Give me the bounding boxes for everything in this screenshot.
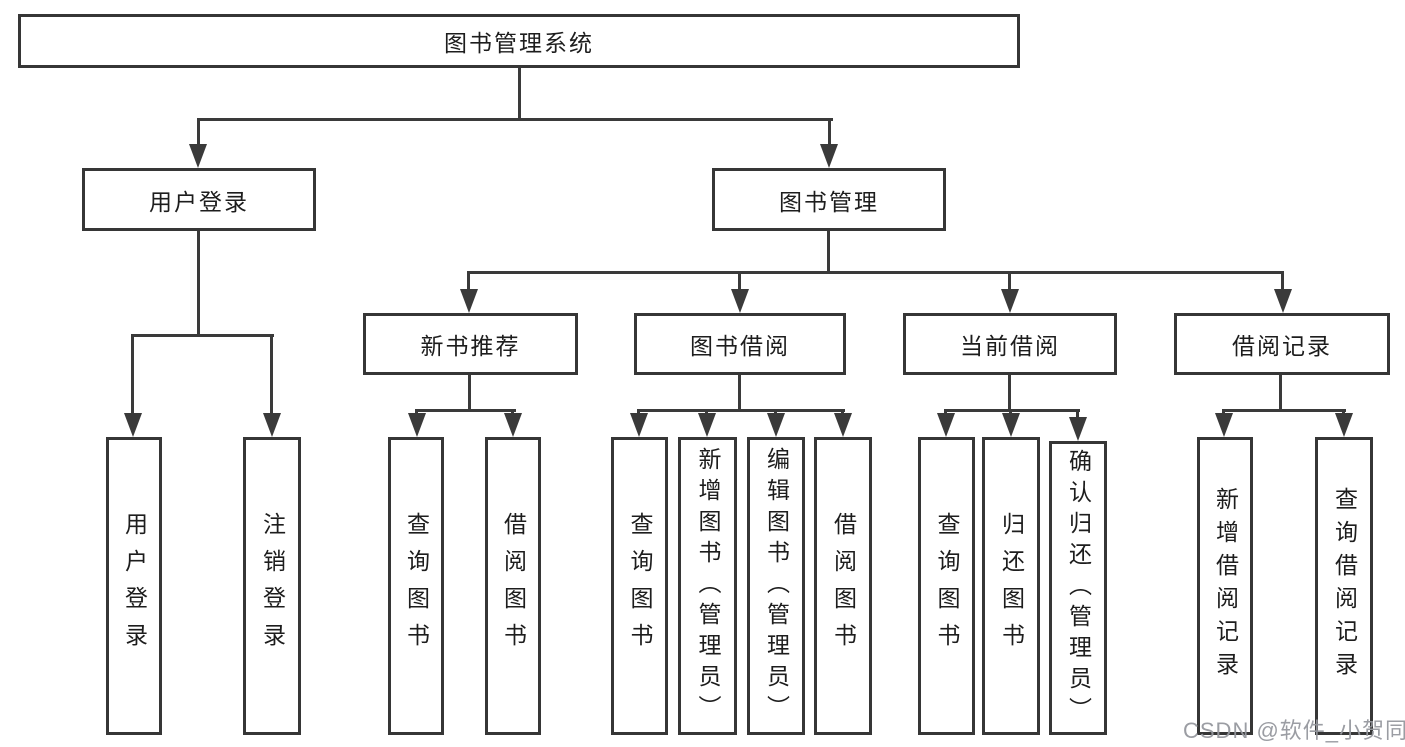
node-label: 图书借阅	[690, 333, 790, 359]
connector-line	[197, 231, 200, 337]
arrowhead-down-icon	[460, 289, 478, 313]
node-label: 查询图书	[934, 512, 960, 660]
csdn-watermark: CSDN @软件_小贺同学	[1183, 718, 1405, 743]
connector-line	[1279, 375, 1282, 412]
connector-line	[131, 334, 274, 337]
connector-line	[1281, 271, 1284, 293]
node-label: 确认归还（管理员）	[1065, 448, 1092, 728]
node-label: 图书管理	[779, 188, 879, 215]
node-leaf-user-login: 用户登录	[106, 437, 162, 735]
node-label: 查询借阅记录	[1331, 487, 1358, 685]
arrowhead-down-icon	[1069, 417, 1087, 441]
arrowhead-down-icon	[1002, 413, 1020, 437]
node-label: 查询图书	[627, 512, 653, 660]
node-leaf-confirm-return-admin: 确认归还（管理员）	[1049, 441, 1107, 735]
node-leaf-borrow-books: 借阅图书	[814, 437, 872, 735]
node-label: 编辑图书（管理员）	[763, 446, 790, 726]
node-leaf-add-borrow-record: 新增借阅记录	[1197, 437, 1253, 735]
arrowhead-down-icon	[937, 413, 955, 437]
arrowhead-down-icon	[189, 144, 207, 168]
arrowhead-down-icon	[124, 413, 142, 437]
node-label: 借阅图书	[830, 512, 857, 660]
node-leaf-return-books: 归还图书	[982, 437, 1040, 735]
connector-line	[415, 409, 516, 412]
connector-line	[197, 118, 833, 121]
node-label: 图书管理系统	[444, 30, 594, 56]
arrowhead-down-icon	[1215, 413, 1233, 437]
node-leaf-borrow-books: 借阅图书	[485, 437, 541, 735]
node-leaf-logout: 注销登录	[243, 437, 301, 735]
connector-line	[827, 231, 830, 274]
arrowhead-down-icon	[1001, 289, 1019, 313]
connector-line	[467, 271, 1284, 274]
node-label: 用户登录	[121, 512, 148, 660]
arrowhead-down-icon	[504, 413, 522, 437]
node-label: 查询图书	[403, 512, 430, 660]
arrowhead-down-icon	[698, 413, 716, 437]
node-new-book-recommend: 新书推荐	[363, 313, 578, 375]
node-label: 注销登录	[259, 512, 286, 660]
connector-line	[197, 118, 200, 148]
connector-line	[828, 118, 831, 148]
node-leaf-query-books: 查询图书	[388, 437, 444, 735]
node-label: 用户登录	[149, 188, 249, 215]
node-leaf-edit-books-admin: 编辑图书（管理员）	[747, 437, 805, 735]
connector-line	[518, 68, 521, 120]
connector-line	[270, 334, 273, 416]
arrowhead-down-icon	[1274, 289, 1292, 313]
node-book-borrow: 图书借阅	[634, 313, 846, 375]
connector-line	[467, 271, 470, 293]
node-label: 新增图书（管理员）	[695, 446, 721, 726]
node-label: 借阅记录	[1232, 333, 1332, 359]
connector-line	[738, 271, 741, 293]
connector-line	[637, 409, 845, 412]
arrowhead-down-icon	[767, 413, 785, 437]
arrowhead-down-icon	[408, 413, 426, 437]
connector-line	[1076, 409, 1079, 419]
connector-line	[1008, 375, 1011, 412]
arrowhead-down-icon	[834, 413, 852, 437]
node-label: 新增借阅记录	[1212, 487, 1239, 685]
connector-line	[1222, 409, 1346, 412]
node-borrow-records: 借阅记录	[1174, 313, 1390, 375]
connector-line	[131, 334, 134, 416]
arrowhead-down-icon	[820, 144, 838, 168]
connector-line	[1008, 271, 1011, 293]
arrowhead-down-icon	[731, 289, 749, 313]
arrowhead-down-icon	[263, 413, 281, 437]
node-user-login: 用户登录	[82, 168, 316, 231]
node-leaf-query-borrow-record: 查询借阅记录	[1315, 437, 1373, 735]
node-current-borrow: 当前借阅	[903, 313, 1117, 375]
node-label: 归还图书	[998, 512, 1025, 660]
connector-line	[468, 375, 471, 412]
node-leaf-query-books: 查询图书	[611, 437, 668, 735]
node-book-management: 图书管理	[712, 168, 946, 231]
arrowhead-down-icon	[1335, 413, 1353, 437]
node-label: 新书推荐	[420, 333, 521, 359]
arrowhead-down-icon	[630, 413, 648, 437]
connector-line	[944, 409, 1080, 412]
node-library-management-system: 图书管理系统	[18, 14, 1020, 68]
connector-line	[738, 375, 741, 412]
node-label: 借阅图书	[500, 512, 527, 660]
node-leaf-query-books: 查询图书	[918, 437, 975, 735]
node-leaf-add-books-admin: 新增图书（管理员）	[678, 437, 737, 735]
node-label: 当前借阅	[960, 333, 1060, 359]
